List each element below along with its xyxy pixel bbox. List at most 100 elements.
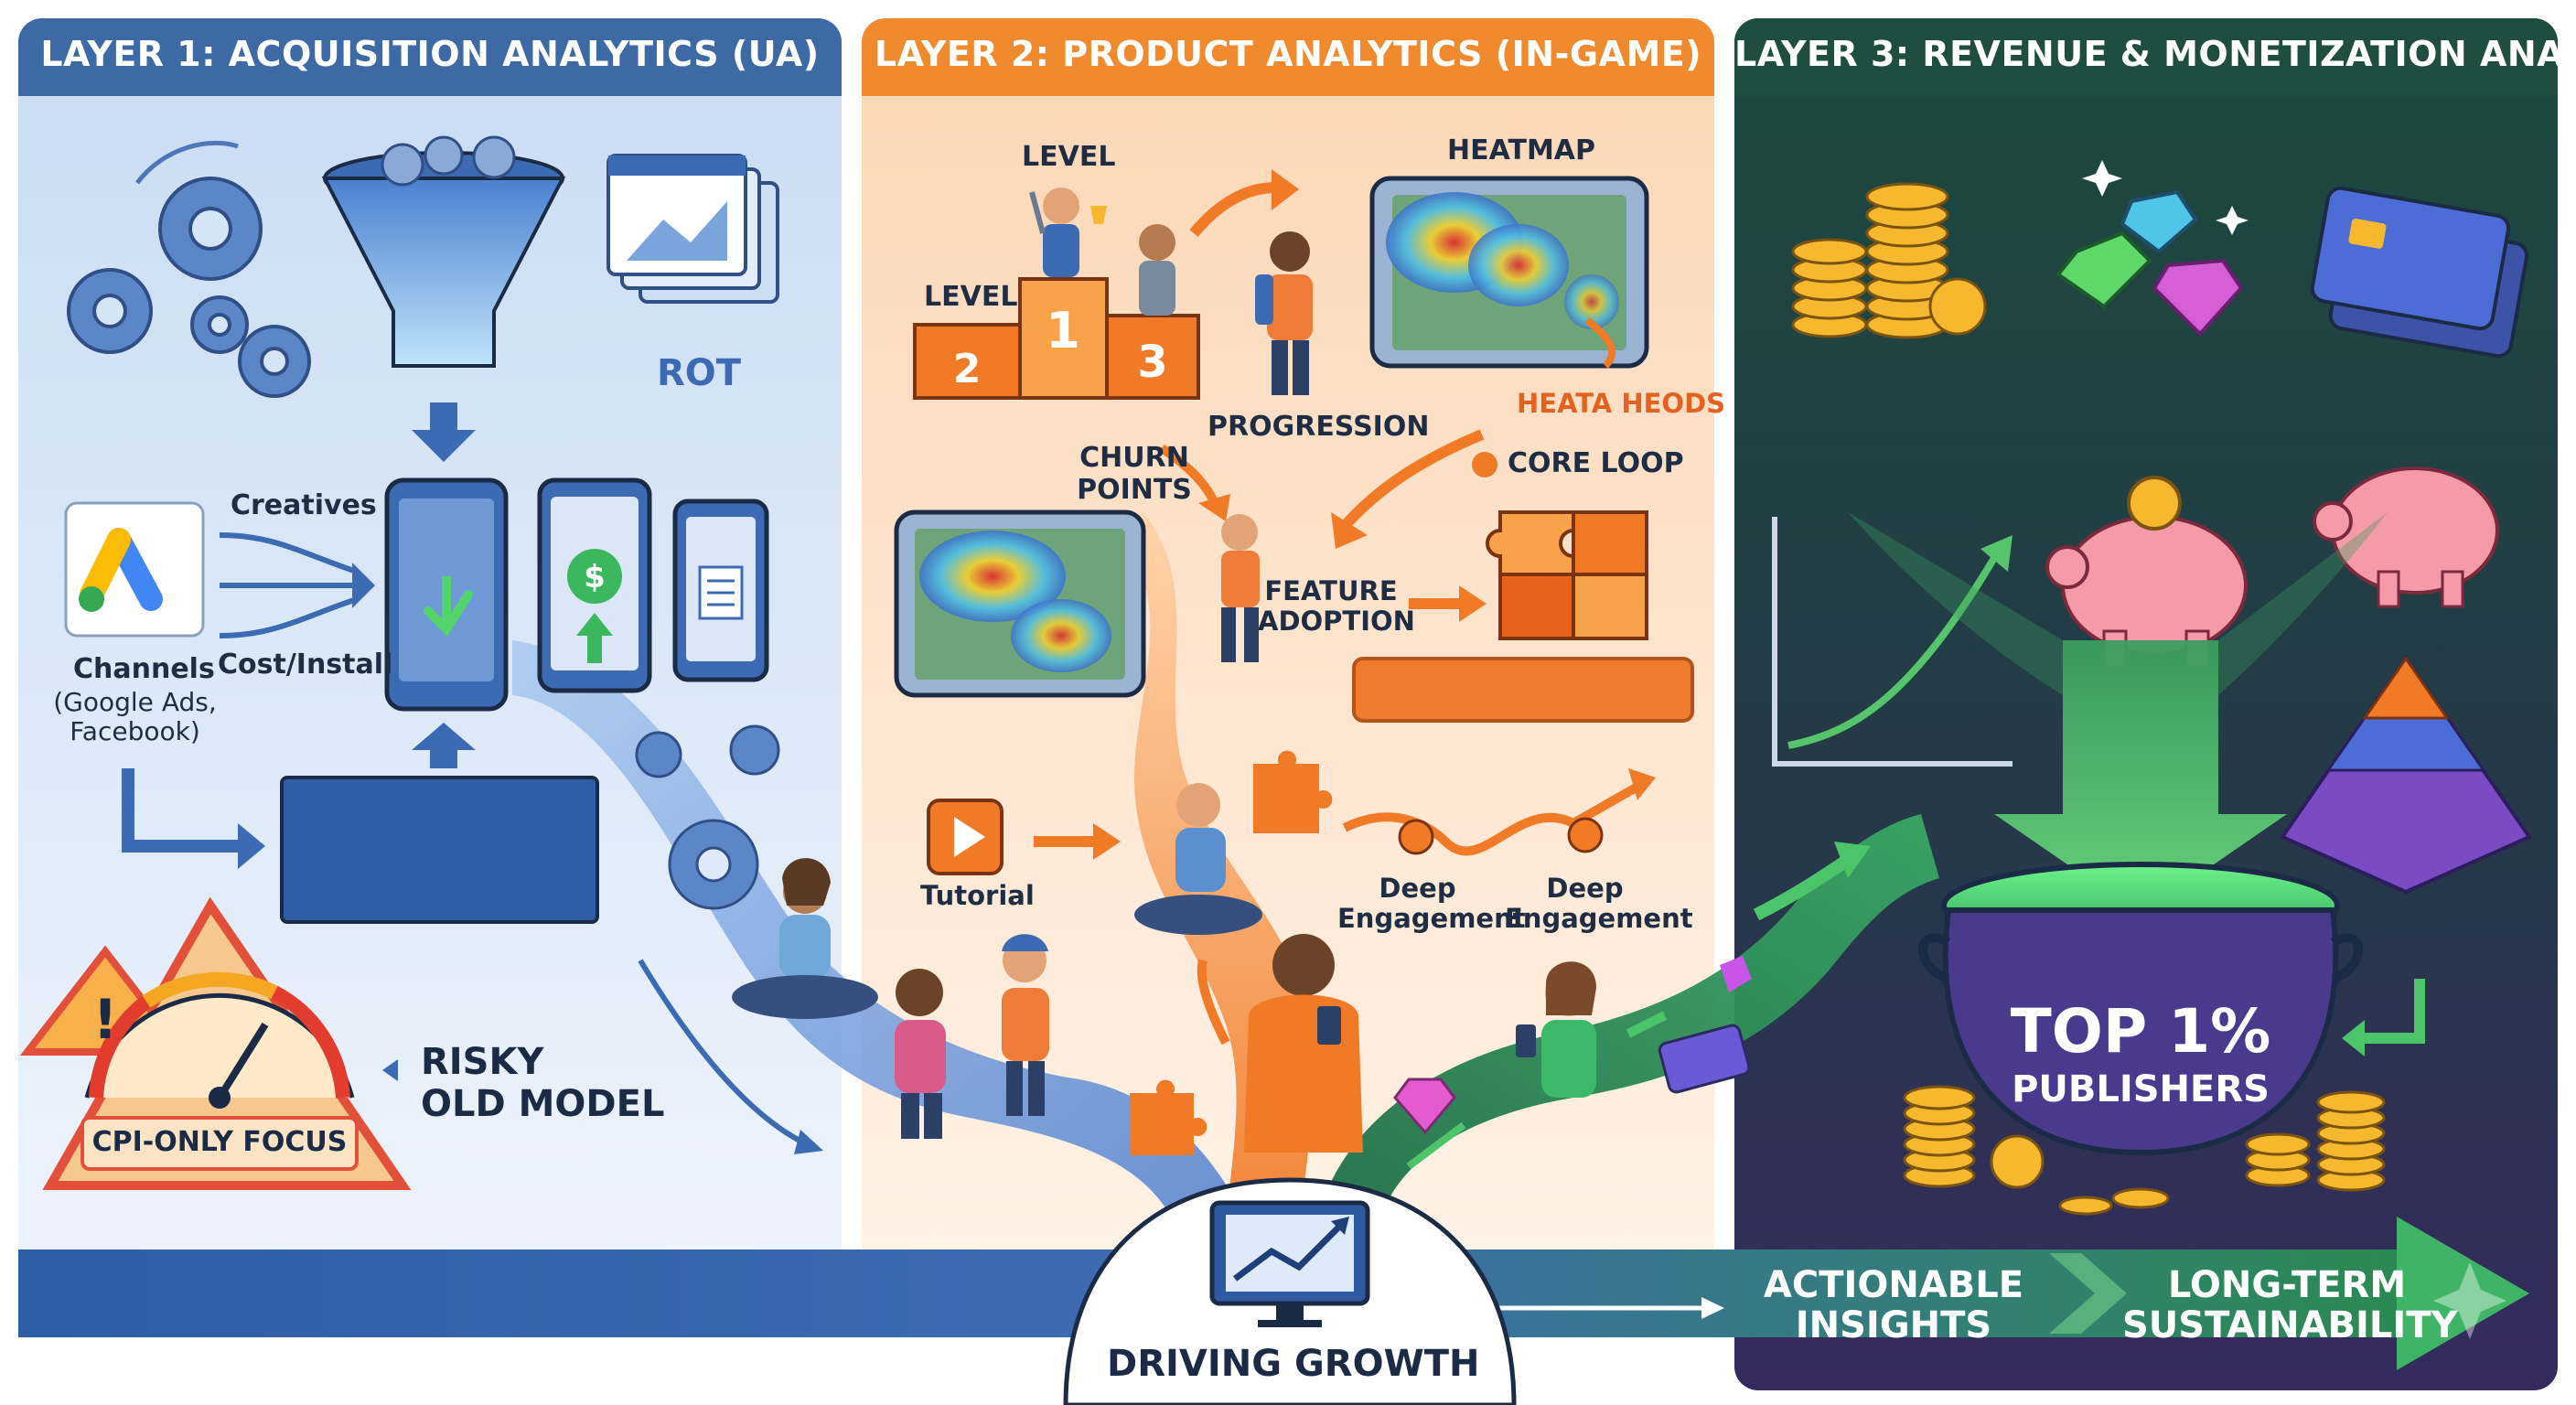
player-sitting-center — [1134, 783, 1262, 935]
glow-arrow-right — [2218, 512, 2388, 695]
heatmap-label: HEATMAP — [1447, 134, 1596, 166]
puzzle-piece-mid — [1253, 750, 1333, 833]
top-publishers-line1: TOP 1% — [2010, 996, 2271, 1067]
heata-heods-label: HEATA HEODS — [1517, 388, 1726, 419]
feature-adoption-label: FEATURE ADOPTION — [1258, 575, 1415, 638]
player-boy-phone — [895, 969, 946, 1139]
core-loop-dot — [1472, 452, 1497, 477]
big-down-arrow — [1994, 640, 2287, 915]
return-arrow-icon — [122, 768, 238, 853]
deep-engagement-2: Deep Engagement — [1505, 873, 1693, 935]
player-girl-sitting — [732, 858, 878, 1019]
cycle-arrow-icon — [135, 140, 239, 185]
puzzle-icon — [1486, 510, 1648, 640]
tutorial-icon — [927, 799, 1004, 875]
orange-up-arrow — [1197, 959, 1230, 1046]
layer3-header-bar — [1734, 18, 2558, 96]
heat-curl-arrow — [1584, 316, 1616, 369]
layer3-title: LAYER 3: REVENUE & MONETIZATION ANALYTIC… — [1734, 34, 2576, 74]
risky-old-model: RISKY OLD MODEL — [421, 1041, 665, 1125]
coin-stack-icon — [1791, 182, 1987, 339]
green-curve-arrow — [1753, 854, 1852, 921]
engagement-dot-2 — [1567, 817, 1604, 853]
phone-money-icon — [537, 477, 652, 693]
orange-placeholder-bar — [1352, 657, 1694, 723]
player-bald — [1139, 224, 1175, 316]
cauldron-icon — [1917, 862, 2364, 1156]
rot-report-icon — [606, 154, 779, 304]
funnel-icon — [321, 135, 566, 368]
rot-label: ROT — [657, 352, 742, 394]
sparkle-icon — [2433, 1262, 2506, 1339]
channel-arrows-icon — [219, 532, 358, 638]
green-flow-stream — [1317, 814, 1939, 1217]
footer-arrow-head — [2397, 1217, 2529, 1370]
progression-label: PROGRESSION — [1208, 411, 1430, 443]
deep-engagement-1: Deep Engagement — [1337, 873, 1526, 935]
growth-monitor-icon — [1209, 1200, 1370, 1327]
player-feature — [1221, 514, 1260, 662]
left-pointer-icon — [382, 1059, 398, 1081]
player-winner — [1029, 188, 1107, 277]
churn-points-label: CHURN POINTS — [1077, 442, 1192, 506]
layer1-header-bar — [18, 18, 842, 96]
gem-card-icons — [1393, 956, 1752, 1135]
actionable-insights-label: ACTIONABLE INSIGHTS — [1763, 1264, 2024, 1346]
churn-heatmap-tablet — [894, 509, 1146, 698]
layer2-title: LAYER 2: PRODUCT ANALYTICS (IN-GAME) — [874, 34, 1702, 74]
driving-growth-label: DRIVING GROWTH — [1107, 1343, 1480, 1385]
podium-icon — [913, 277, 1200, 400]
gear-stream-icons — [635, 724, 780, 910]
layer1-title: LAYER 1: ACQUISITION ANALYTICS (UA) — [40, 34, 820, 74]
phone-document-icon — [672, 499, 769, 682]
podium-second: 2 — [953, 346, 982, 392]
footer-arrow-tip — [1701, 1297, 1724, 1319]
player-green-shirt — [1516, 961, 1596, 1098]
placeholder-box — [280, 776, 599, 924]
long-term-sustainability-label: LONG-TERM SUSTAINABILITY — [2122, 1264, 2458, 1346]
green-hook-arrow — [2360, 979, 2425, 1044]
blue-curve-arrow — [638, 959, 807, 1146]
engagement-curve — [1342, 782, 1640, 856]
glow-arrow-left — [1848, 512, 2063, 695]
green-return-arrow — [1626, 1011, 1668, 1038]
pyramid-icon — [2279, 655, 2533, 895]
channels-detail: (Google Ads, Facebook) — [53, 687, 217, 747]
engagement-dot-1 — [1398, 819, 1434, 855]
phone-download-icon — [384, 477, 509, 712]
phone-money-symbol: $ — [584, 559, 606, 595]
gems-icon — [2055, 160, 2249, 337]
warning-exclamation: ! — [92, 988, 117, 1052]
player-backpack-kid — [1002, 934, 1049, 1116]
down-arrow-icon — [412, 402, 476, 462]
channels-label: Channels — [73, 653, 215, 685]
footer-chevron — [2049, 1253, 2127, 1334]
top-publishers-line2: PUBLISHERS — [2012, 1068, 2270, 1110]
level-up-arrow — [1189, 182, 1277, 237]
warning-gauge-icon — [19, 896, 412, 1190]
podium-third: 3 — [1137, 337, 1167, 388]
creatives-label: Creatives — [231, 489, 377, 521]
level-left-label: LEVEL — [924, 281, 1018, 313]
google-ads-logo — [64, 501, 205, 638]
heatmap-tablet — [1369, 176, 1649, 369]
coin-piles-icon — [1903, 1085, 2386, 1216]
growth-chart-icon — [1772, 517, 2012, 767]
up-arrow-icon — [412, 723, 476, 768]
podium-first: 1 — [1046, 302, 1080, 359]
layer2-header-bar — [862, 18, 1714, 96]
core-loop-label: CORE LOOP — [1508, 447, 1684, 479]
cost-install-label: Cost/Install — [218, 649, 393, 681]
level-top-label: LEVEL — [1022, 141, 1116, 173]
puzzle-piece-small — [1130, 1079, 1208, 1155]
player-hoodie — [1244, 934, 1363, 1153]
green-lower-arrow — [1406, 1121, 1466, 1170]
credit-card-icon — [2310, 186, 2529, 359]
tutorial-label: Tutorial — [920, 880, 1035, 911]
cpi-focus-label: CPI-ONLY FOCUS — [91, 1126, 348, 1158]
piggy-bank-icon-2 — [2313, 467, 2499, 608]
core-loop-arrow — [1340, 429, 1485, 530]
gears-icon — [67, 177, 311, 398]
